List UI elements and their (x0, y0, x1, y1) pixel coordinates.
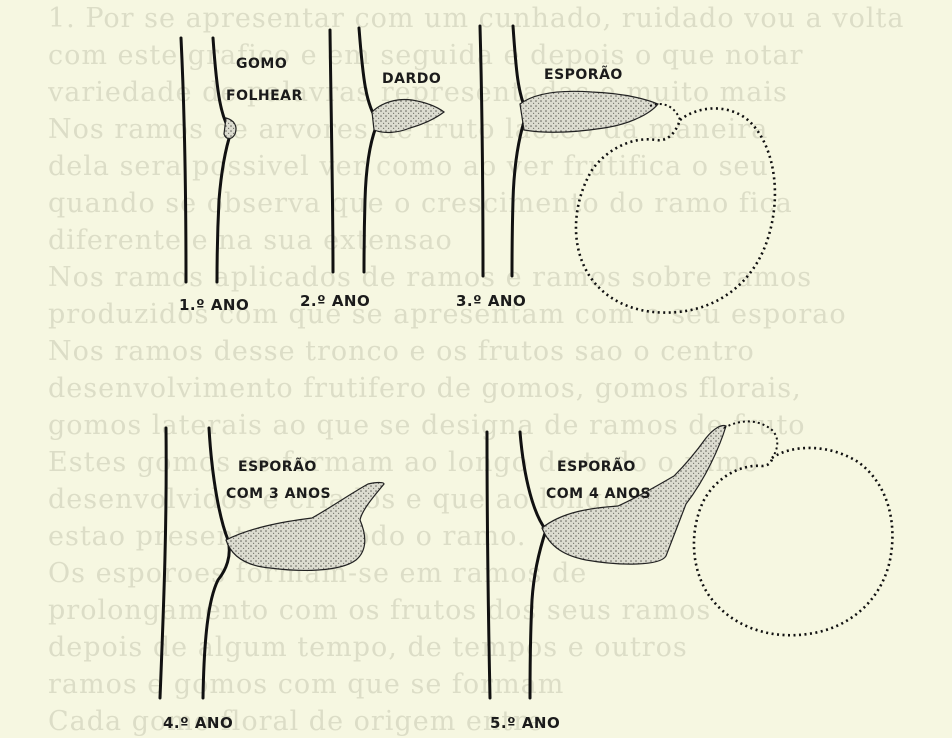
label-esporao-4: ESPORÃO (557, 459, 636, 475)
label-esporao-3: ESPORÃO (238, 459, 317, 475)
label-folhear: FOLHEAR (226, 88, 303, 104)
year-label-3: 3.º ANO (456, 292, 526, 310)
year-label-2: 2.º ANO (300, 292, 370, 310)
fruit-outline-3 (576, 108, 775, 312)
label-com-4-anos: COM 4 ANOS (546, 486, 651, 502)
fruit-stalk-5 (724, 421, 777, 458)
label-dardo: DARDO (382, 71, 441, 87)
stage-5-stem (487, 432, 546, 698)
dardo-bud (372, 100, 444, 133)
stage-4-stem (160, 428, 229, 698)
label-gomo: GOMO (236, 56, 287, 72)
folhear-bud (224, 118, 236, 139)
stage-3-stem (480, 26, 527, 276)
stage-1-stem (181, 38, 231, 282)
label-esporao: ESPORÃO (544, 67, 623, 83)
year-label-1: 1.º ANO (179, 296, 249, 314)
esporao-spur (520, 91, 658, 132)
stage-2-stem (330, 28, 378, 272)
year-label-5: 5.º ANO (490, 714, 560, 732)
year-label-4: 4.º ANO (163, 714, 233, 732)
label-com-3-anos: COM 3 ANOS (226, 486, 331, 502)
fruit-outline-5 (694, 448, 892, 635)
